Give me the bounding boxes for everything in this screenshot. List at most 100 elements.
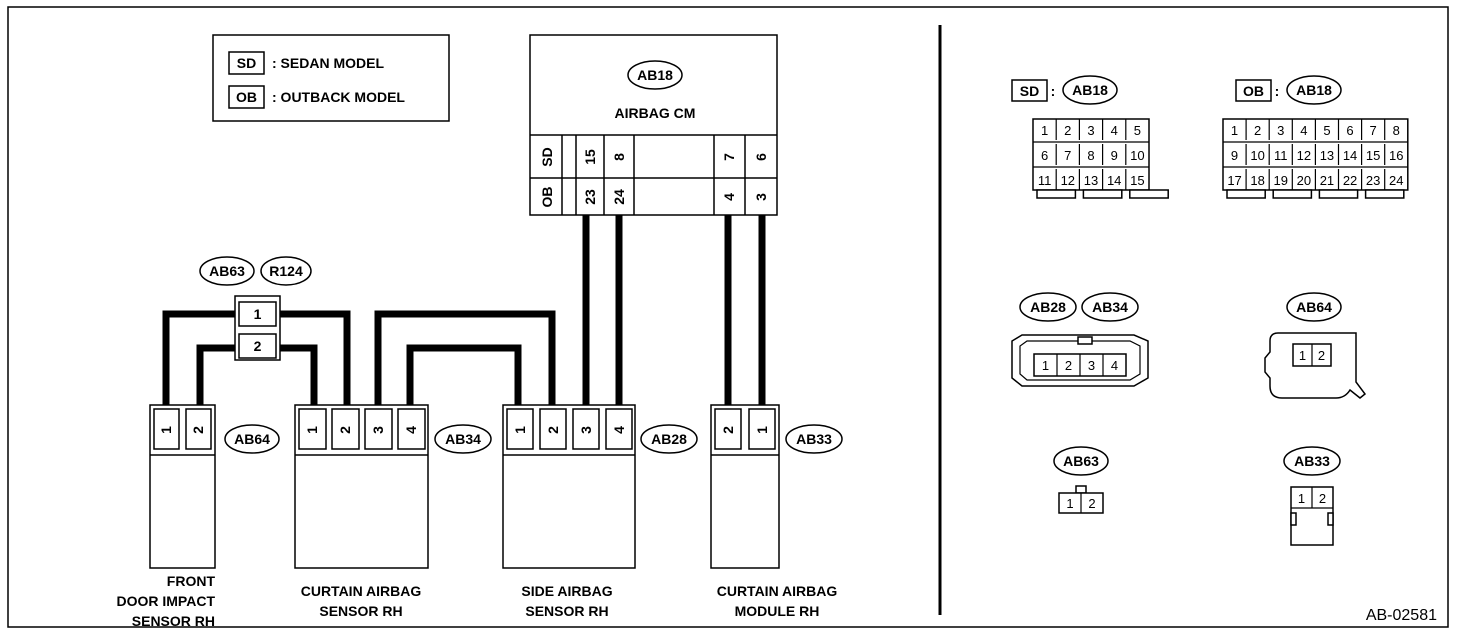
ob-ab18-pin: 21: [1320, 173, 1334, 188]
ob-ab18-pin: 23: [1366, 173, 1380, 188]
diagram-frame: [7, 6, 1449, 628]
view-ab33-tag: AB33: [1294, 453, 1330, 469]
view-ab28-tag: AB28: [1030, 299, 1066, 315]
ob-ab18-pin: 16: [1389, 148, 1403, 163]
figure-id: AB-02581: [1366, 607, 1437, 624]
ob-ab18-pin: 15: [1366, 148, 1380, 163]
curtain-airbag-sensor: 1 2 3 4 AB34 CURTAIN AIRBAG SENSOR RH: [294, 404, 492, 619]
curtain-sensor-pin: 1: [304, 426, 320, 434]
ab64-pin: 1: [1299, 348, 1306, 363]
view-sd-code: SD: [1020, 83, 1039, 99]
svg-text:R124: R124: [269, 263, 303, 279]
ab63-pin: 2: [1088, 496, 1095, 511]
ob-ab18-pin: 20: [1297, 173, 1311, 188]
ob-ab18-pin: 17: [1227, 173, 1241, 188]
ob-ab18-pin: 18: [1250, 173, 1264, 188]
view-ob-ab18-tag: AB18: [1296, 82, 1332, 98]
airbag-cm-label: AIRBAG CM: [615, 105, 696, 121]
wires: [162, 215, 766, 405]
ob-ab18-pin: 5: [1323, 123, 1330, 138]
cm-sd-pin: 8: [611, 153, 627, 161]
ob-ab18-pin: 14: [1343, 148, 1357, 163]
cm-ob-pin: 23: [582, 189, 598, 205]
sd-ab18-pin: 10: [1130, 148, 1144, 163]
tag-ab28: [640, 424, 698, 454]
side-sensor-pin: 1: [512, 426, 528, 434]
ab28-ab34-pin: 3: [1088, 358, 1095, 373]
cm-ob-pin: 4: [721, 193, 737, 201]
front-door-label-2: DOOR IMPACT: [116, 593, 215, 609]
legend-ob-code: OB: [236, 89, 257, 105]
front-door-impact-sensor: 1 2 AB64 FRONT DOOR IMPACT SENSOR RH: [116, 404, 280, 629]
ob-ab18-pin: 7: [1370, 123, 1377, 138]
tag-r124: [260, 256, 312, 286]
sd-ab18-pin: 1: [1041, 123, 1048, 138]
side-sensor-pin: 3: [578, 426, 594, 434]
curtain-sensor-pin: 2: [337, 426, 353, 434]
tag-ab64: [224, 424, 280, 454]
curtain-sensor-pin: 3: [370, 426, 386, 434]
curtain-module-pin: 2: [720, 426, 736, 434]
side-sensor-pin: 4: [611, 426, 627, 434]
tag-ab63: [199, 256, 255, 286]
svg-text:AB28: AB28: [651, 431, 687, 447]
view-ab64: AB64 1 2: [1264, 292, 1367, 399]
wire-joint-curtain-2: [280, 310, 351, 405]
side-sensor-label-2: SENSOR RH: [525, 603, 608, 619]
curtain-module-pin: 1: [754, 426, 770, 434]
view-ob-code: OB: [1243, 83, 1264, 99]
curtain-sensor-pin: 4: [403, 426, 419, 434]
cm-ob-pin: 24: [611, 189, 627, 205]
svg-text:AB34: AB34: [445, 431, 481, 447]
wire-joint-curtain-1: [280, 344, 318, 405]
ob-ab18-pin: 10: [1250, 148, 1264, 163]
svg-text:AB18: AB18: [637, 67, 673, 83]
sd-ab18-pin: 8: [1087, 148, 1094, 163]
view-ab64-tag: AB64: [1296, 299, 1332, 315]
side-sensor-label-1: SIDE AIRBAG: [521, 583, 612, 599]
joint-connector: AB63 R124 1 2: [199, 256, 312, 361]
ob-ab18-pin: 1: [1231, 123, 1238, 138]
sd-ab18-housing: [1032, 118, 1150, 191]
airbag-cm: AB18 AIRBAG CM SD OB 15 8 7 6 23 24 4 3: [529, 34, 778, 216]
front-door-pin: 1: [158, 426, 174, 434]
view-ob-ab18-header: OB : AB18: [1235, 75, 1342, 105]
legend-sd-text: : SEDAN MODEL: [272, 55, 384, 71]
sd-ab18-pin: 12: [1061, 173, 1075, 188]
ob-ab18-pin: 3: [1277, 123, 1284, 138]
joint-pin: 1: [254, 306, 262, 322]
ob-ab18-pin: 19: [1274, 173, 1288, 188]
front-door-label-1: FRONT: [167, 573, 216, 589]
view-ab63: AB63 1 2: [1053, 446, 1109, 514]
legend-ob-text: : OUTBACK MODEL: [272, 89, 405, 105]
joint-pin: 2: [254, 338, 262, 354]
front-door-pin: 2: [190, 426, 206, 434]
tag-ab18-cm: [627, 60, 683, 90]
curtain-module-label-2: MODULE RH: [735, 603, 820, 619]
ob-ab18-pin: 13: [1320, 148, 1334, 163]
ob-ab18-pin: 22: [1343, 173, 1357, 188]
sd-ab18-pin: 11: [1038, 173, 1052, 188]
wire-door-2-joint: [196, 344, 235, 405]
ob-ab18-pin: 6: [1346, 123, 1353, 138]
ab33-pin: 1: [1298, 491, 1305, 506]
svg-text::: :: [1275, 83, 1280, 99]
ab64-pin: 2: [1318, 348, 1325, 363]
side-airbag-sensor: 1 2 3 4 AB28 SIDE AIRBAG SENSOR RH: [502, 404, 698, 619]
view-sd-ab18-tag: AB18: [1072, 82, 1108, 98]
row-code-sd: SD: [539, 147, 555, 166]
cm-sd-pin: 6: [753, 153, 769, 161]
sd-ab18-pin: 5: [1134, 123, 1141, 138]
legend: SD : SEDAN MODEL OB : OUTBACK MODEL: [212, 34, 450, 122]
legend-sd-code: SD: [237, 55, 256, 71]
view-sd-ab18-header: SD : AB18: [1011, 75, 1118, 105]
ob-ab18-pin: 11: [1274, 148, 1288, 163]
svg-text:AB33: AB33: [796, 431, 832, 447]
view-ab28-ab34: AB28 AB34 1 2 3 4: [1011, 292, 1149, 387]
wire-door-1-joint: [162, 310, 235, 405]
view-ab63-tag: AB63: [1063, 453, 1099, 469]
wire-curtain-3-side-2: [374, 310, 556, 405]
